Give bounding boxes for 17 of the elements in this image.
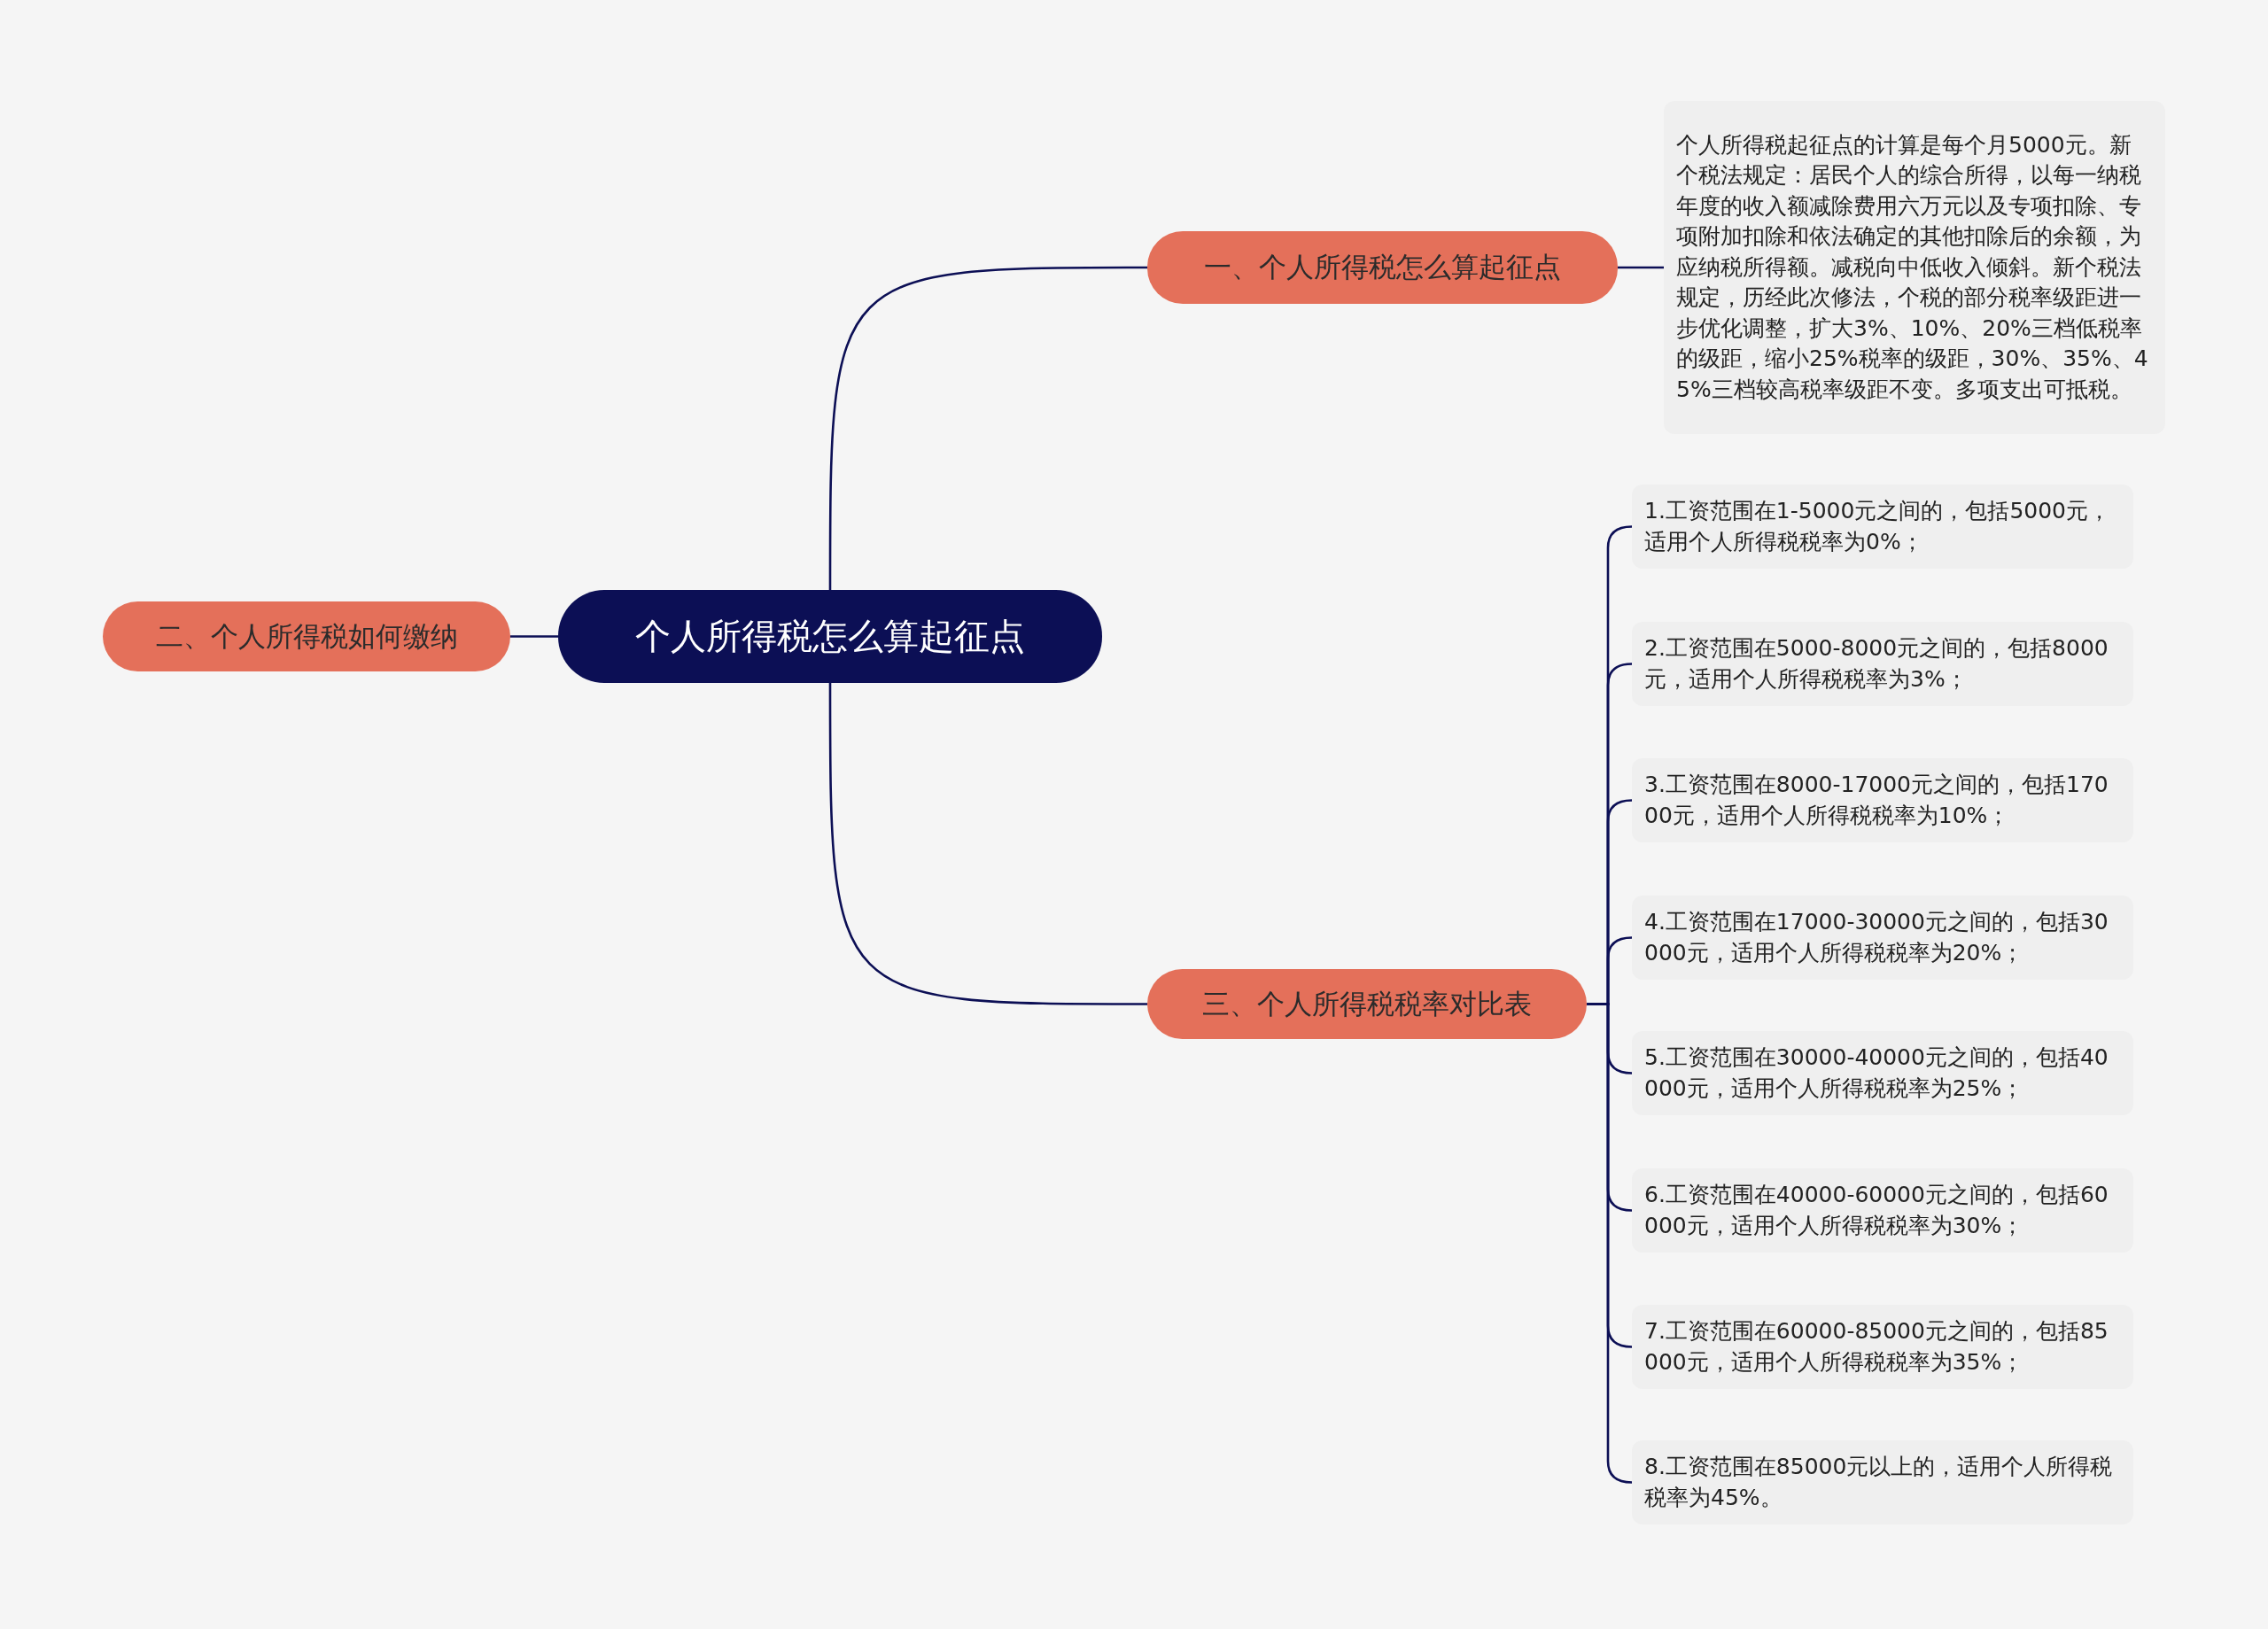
central-topic: 个人所得税怎么算起征点 (558, 590, 1102, 683)
note-card: 1.工资范围在1-5000元之间的，包括5000元，适用个人所得税税率为0%； (1632, 485, 2133, 569)
note-card: 3.工资范围在8000-17000元之间的，包括17000元，适用个人所得税税率为10%； (1632, 758, 2133, 842)
note-card: 5.工资范围在30000-40000元之间的，包括40000元，适用个人所得税税率为25%； (1632, 1031, 2133, 1115)
topic-pill: 三、个人所得税税率对比表 (1147, 969, 1587, 1039)
connector-line (510, 635, 558, 638)
note-card: 2.工资范围在5000-8000元之间的，包括8000元，适用个人所得税税率为3%； (1632, 622, 2133, 706)
note-card: 个人所得税起征点的计算是每个月5000元。新个税法规定：居民个人的综合所得，以每一纳税年度的收入额减除费用六万元以及专项扣除、专项附加扣除和依法确定的其他扣除后的余额，为应纳税所得额。减税向中低收入倾斜。新个税法规定，历经此次修法，个税的部分税率级距进一步优化调整，扩大3%、10%、20%三档低税率的级距，缩小25%税率的级距，30%、35%、45%三档较高税率级距不变。多项支出可抵税。 (1664, 101, 2165, 434)
connector-line (828, 266, 1147, 590)
note-card: 6.工资范围在40000-60000元之间的，包括60000元，适用个人所得税税率为30%； (1632, 1168, 2133, 1253)
topic-pill: 二、个人所得税如何缴纳 (103, 601, 510, 671)
note-card: 7.工资范围在60000-85000元之间的，包括85000元，适用个人所得税税率为35%； (1632, 1305, 2133, 1389)
connector-line (828, 683, 1147, 1005)
note-card: 4.工资范围在17000-30000元之间的，包括30000元，适用个人所得税税率为20%； (1632, 896, 2133, 980)
note-card: 8.工资范围在85000元以上的，适用个人所得税税率为45%。 (1632, 1440, 2133, 1524)
topic-pill: 一、个人所得税怎么算起征点 (1147, 231, 1618, 304)
connector-line (1618, 266, 1664, 269)
